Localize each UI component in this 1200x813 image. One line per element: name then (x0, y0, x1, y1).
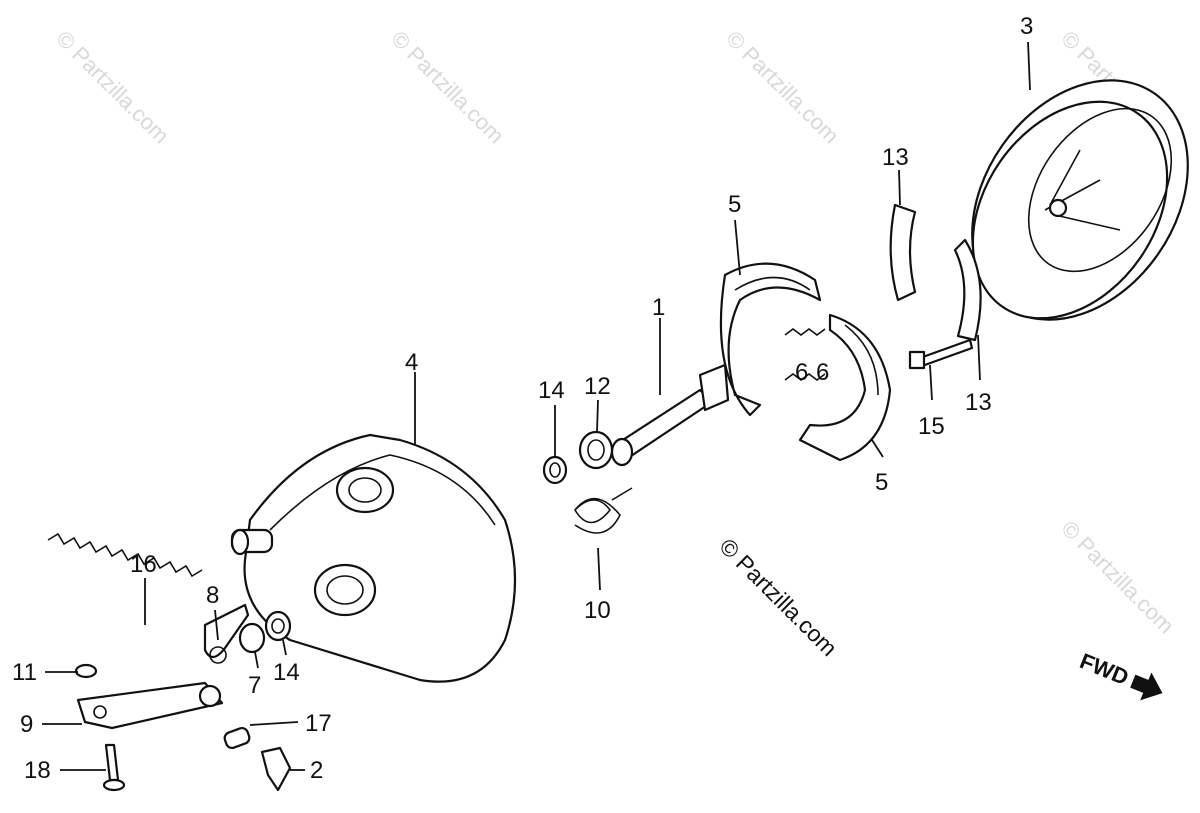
callout-17: 17 (305, 710, 332, 737)
callout-14-top: 14 (538, 377, 565, 404)
callout-4: 4 (405, 349, 418, 376)
return-spring-part (574, 487, 633, 534)
callout-5-top: 5 (728, 191, 741, 218)
holder-plate-upper-part (889, 203, 917, 302)
callout-16: 16 (130, 551, 157, 578)
callouts: 3 13 5 1 4 6 6 14 12 15 13 5 16 8 10 11 … (12, 13, 1033, 784)
seal-small-part (264, 610, 292, 642)
washer-part (578, 430, 614, 470)
brake-drum-part (971, 79, 1189, 321)
nut-part (74, 663, 98, 679)
callout-15: 15 (918, 413, 945, 440)
watermark-center: © Partzilla.com (714, 533, 842, 661)
callout-7: 7 (248, 672, 261, 699)
brake-shoe-lower-part (798, 313, 892, 462)
callout-10: 10 (584, 597, 611, 624)
arm-spring-part (47, 532, 203, 578)
forward-arrow-icon (1130, 672, 1163, 701)
callout-12: 12 (584, 373, 611, 400)
watermark: © Partzilla.com (51, 26, 174, 149)
fwd-label: FWD (1076, 648, 1132, 690)
bolt-part (908, 338, 974, 370)
leader-lines (42, 41, 1031, 771)
bolt-small-part (102, 743, 126, 792)
callout-5-bottom: 5 (875, 469, 888, 496)
callout-13-bottom: 13 (965, 389, 992, 416)
watermark: © Partzilla.com (386, 26, 509, 149)
watermark-group: © Partzilla.com © Partzilla.com © Partzi… (51, 26, 1179, 639)
brake-arm-part (76, 681, 224, 730)
brake-cam-part (610, 363, 730, 467)
seal-part (542, 455, 568, 485)
callout-3: 3 (1020, 13, 1033, 40)
dust-seal-part (238, 622, 266, 654)
callout-6-right: 6 (816, 359, 829, 386)
callout-9: 9 (20, 711, 33, 738)
wear-indicator-part (203, 603, 250, 664)
brake-shoe-upper-part (719, 262, 822, 417)
callout-2: 2 (310, 757, 323, 784)
callout-6-left: 6 (795, 359, 808, 386)
callout-14-bottom: 14 (273, 659, 300, 686)
callout-13-top: 13 (882, 144, 909, 171)
forward-direction-indicator: FWD (1076, 648, 1163, 701)
watermark: © Partzilla.com (1056, 516, 1179, 639)
callout-18: 18 (24, 757, 51, 784)
joint-part (260, 746, 292, 792)
shoe-spring-part (784, 328, 826, 381)
holder-plate-lower-part (953, 238, 982, 342)
pin-part (223, 726, 251, 750)
callout-8: 8 (206, 582, 219, 609)
brake-panel-part (230, 433, 517, 683)
callout-11: 11 (12, 659, 37, 686)
callout-1: 1 (652, 294, 665, 321)
watermark: © Partzilla.com (721, 26, 844, 149)
